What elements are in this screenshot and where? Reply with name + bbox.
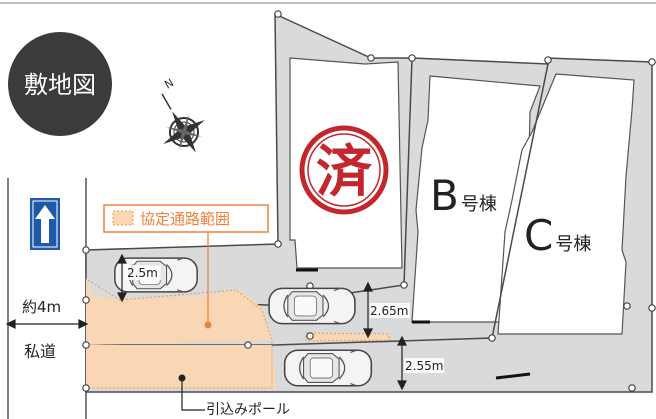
sold-stamp-label: 済 — [316, 140, 373, 205]
dimension-label-bg — [370, 303, 410, 318]
dimension-label-parking-c: 2.55m — [405, 359, 443, 373]
service-pole-leader — [181, 378, 205, 411]
car-top-view-icon — [268, 287, 356, 325]
dimension-arrow-b — [363, 281, 373, 339]
building-b-letter: B — [430, 171, 459, 220]
road-label-bg — [20, 340, 66, 362]
compass-rose-icon — [161, 93, 205, 153]
building-b-suffix: 号棟 — [461, 194, 497, 215]
dimension-arrow-c — [397, 335, 407, 391]
legend-pointer-dot — [204, 321, 212, 329]
compass-north-label: N — [162, 76, 176, 91]
road-width-arrow — [5, 319, 89, 329]
sold-stamp-inner-ring — [307, 133, 381, 207]
dimension-label-bg — [404, 358, 444, 373]
dimension-label-bg — [125, 265, 161, 280]
site-map-badge — [8, 32, 112, 136]
agreement-passage-area — [305, 332, 391, 342]
legend-swatch — [112, 210, 134, 226]
service-pole-label: 引込みポール — [206, 402, 290, 418]
sold-stamp — [299, 125, 389, 215]
legend-label: 協定通路範囲 — [140, 210, 230, 228]
site-map-badge-label: 敷地図 — [24, 71, 96, 99]
boundary-markers — [82, 10, 656, 392]
building-c-suffix: 号棟 — [555, 234, 591, 255]
road-width-label: 約4m — [22, 298, 61, 316]
road-width-label-bg — [20, 296, 72, 316]
edge-bar — [495, 372, 531, 380]
agreement-passage-area — [86, 278, 272, 345]
agreement-passage-area — [86, 345, 276, 388]
agreement-passage-outline — [87, 279, 273, 389]
dimension-label-parking-b: 2.65m — [370, 304, 408, 318]
building-c-letter: C — [524, 211, 553, 260]
dimension-arrow-a — [117, 253, 127, 303]
dimension-label-parking-a: 2.5m — [127, 266, 158, 280]
road-label: 私道 — [24, 342, 56, 361]
car-top-view-icon — [283, 349, 373, 387]
one-way-arrow-up-icon — [30, 198, 60, 250]
